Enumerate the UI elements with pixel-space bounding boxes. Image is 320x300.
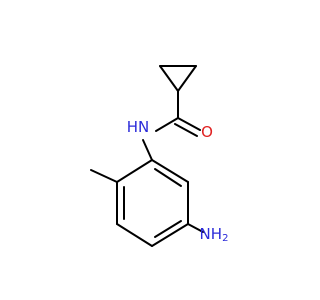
bond-ring-3 <box>116 223 153 247</box>
bond-methyl <box>90 169 118 183</box>
carbonyl-oxygen-label: O <box>201 123 213 141</box>
molecule-structure: HN O NH2 <box>90 65 229 247</box>
bond-ring-4 <box>151 223 189 247</box>
amine-subscript: 2 <box>222 233 228 244</box>
bond-cyclopropyl-1 <box>159 65 179 92</box>
amide-nitrogen-label: HN <box>127 118 150 136</box>
bond-aryl-amine-n <box>187 223 204 233</box>
amine-h: H <box>211 225 222 243</box>
structure-canvas: HN O NH2 <box>90 65 229 247</box>
bond-ring-inner-3 <box>154 168 182 187</box>
amide-n: N <box>138 118 149 136</box>
bond-amide-n-aryl <box>142 139 153 161</box>
amine-nitrogen-label: NH2 <box>200 225 229 245</box>
bond-ring-inner-2 <box>154 220 182 238</box>
amide-h: H <box>127 118 138 136</box>
bond-carbonyl-amide-n <box>155 117 179 132</box>
amine-n: N <box>200 225 211 243</box>
bond-cyclopropyl-3 <box>177 65 197 92</box>
bond-ring-1 <box>116 159 153 183</box>
bond-ring-6 <box>151 159 189 183</box>
bond-carbonyl-double-b <box>174 123 198 137</box>
bond-carbonyl-double-a <box>177 117 201 131</box>
